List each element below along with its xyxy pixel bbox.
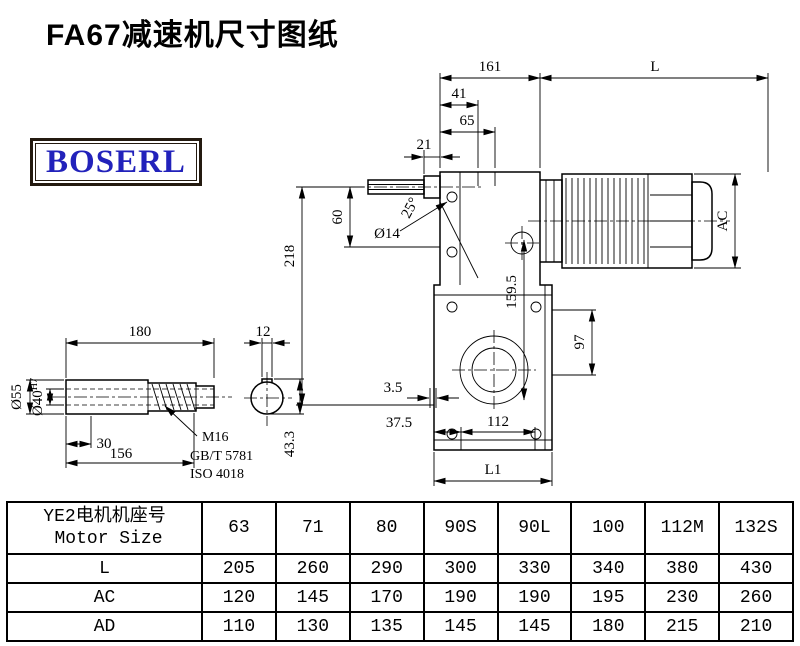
- thread-spec-gb: GB/T 5781: [190, 449, 253, 464]
- cell-L-3: 300: [422, 553, 499, 584]
- table-row-AC: AC 120 145 170 190 190 195 230 260: [6, 582, 794, 613]
- cell-L-0: 205: [201, 553, 277, 584]
- dim-L-label: L: [650, 59, 659, 75]
- bore-detail-view: 12 43.3: [244, 324, 304, 457]
- dim-3-5-label: 3.5: [384, 380, 403, 396]
- dim-65-label: 65: [460, 113, 475, 129]
- dim-37-5-label: 37.5: [386, 415, 412, 431]
- dim-60-label: 60: [330, 210, 346, 225]
- input-shaft: [352, 175, 482, 199]
- row-label-AD: AD: [6, 611, 203, 642]
- cell-AD-6: 215: [644, 611, 721, 642]
- size-col-63: 63: [201, 501, 277, 555]
- dim-41-label: 41: [452, 86, 467, 102]
- dim-21-label: 21: [417, 137, 432, 153]
- dim-30-label: 30: [97, 436, 112, 452]
- cell-AC-3: 190: [422, 582, 499, 613]
- shaft-detail-view: 180 Ø55 Ø40H7 30 156 M16 GB/T 5781 ISO 4…: [9, 324, 253, 482]
- cell-AC-0: 120: [201, 582, 277, 613]
- cell-AC-7: 260: [718, 582, 794, 613]
- dim-180-label: 180: [129, 324, 152, 340]
- boserl-logo-text: BOSERL: [46, 143, 186, 180]
- dim-AC-label: AC: [715, 211, 731, 232]
- dimension-table: YE2电机机座号 Motor Size 63 71 80 90S 90L 100…: [6, 501, 794, 642]
- dimensions: 161 L 41 65 21: [282, 59, 769, 486]
- cell-L-6: 380: [644, 553, 721, 584]
- cell-AD-1: 130: [274, 611, 351, 642]
- cell-AC-4: 190: [496, 582, 573, 613]
- spec-table-container: YE2电机机座号 Motor Size 63 71 80 90S 90L 100…: [6, 501, 794, 642]
- cell-AD-7: 210: [718, 611, 794, 642]
- cell-AC-2: 170: [348, 582, 425, 613]
- cell-AC-5: 195: [570, 582, 647, 613]
- cell-AD-3: 145: [422, 611, 499, 642]
- dim-dia55-label: Ø55: [9, 384, 25, 410]
- cell-AC-1: 145: [274, 582, 351, 613]
- cell-L-1: 260: [274, 553, 351, 584]
- dim-218-label: 218: [282, 245, 298, 268]
- motor-end-cap: [691, 181, 713, 261]
- table-row-AD: AD 110 130 135 145 145 180 215 210: [6, 611, 794, 642]
- table-row-L: L 205 260 290 300 330 340 380 430: [6, 553, 794, 584]
- dim-112-label: 112: [487, 414, 509, 430]
- dim-dia14-label: Ø14: [374, 226, 400, 242]
- motor-size-header: YE2电机机座号 Motor Size: [6, 501, 203, 555]
- cell-L-5: 340: [570, 553, 647, 584]
- gearbox-housing: [433, 171, 553, 451]
- motor: [528, 173, 730, 269]
- dim-12-label: 12: [256, 324, 271, 340]
- dim-97-label: 97: [572, 334, 588, 350]
- cell-L-4: 330: [496, 553, 573, 584]
- dim-25deg-label: 25°: [398, 195, 422, 221]
- motor-size-header-cn: YE2电机机座号: [43, 506, 166, 527]
- dim-156-label: 156: [110, 446, 133, 462]
- size-col-132s: 132S: [718, 501, 794, 555]
- cell-AC-6: 230: [644, 582, 721, 613]
- row-label-L: L: [6, 553, 203, 584]
- dim-161-label: 161: [479, 59, 502, 75]
- main-view: 161 L 41 65 21: [282, 59, 769, 486]
- motor-size-header-en: Motor Size: [54, 529, 163, 549]
- cell-AD-0: 110: [201, 611, 277, 642]
- size-col-90s: 90S: [422, 501, 499, 555]
- size-col-90l: 90L: [496, 501, 573, 555]
- dim-159-label: 159.5: [504, 275, 520, 309]
- page-title: FA67减速机尺寸图纸: [46, 19, 339, 52]
- cell-L-7: 430: [718, 553, 794, 584]
- cell-AD-4: 145: [496, 611, 573, 642]
- cell-AD-2: 135: [348, 611, 425, 642]
- cell-L-2: 290: [348, 553, 425, 584]
- cell-AD-5: 180: [570, 611, 647, 642]
- table-header-row: YE2电机机座号 Motor Size 63 71 80 90S 90L 100…: [6, 501, 794, 555]
- thread-spec-m16: M16: [202, 430, 228, 445]
- size-col-71: 71: [274, 501, 351, 555]
- thread-spec-iso: ISO 4018: [190, 467, 244, 482]
- size-col-80: 80: [348, 501, 425, 555]
- size-col-112m: 112M: [644, 501, 721, 555]
- size-col-100: 100: [570, 501, 647, 555]
- dim-43-3-label: 43.3: [282, 431, 298, 457]
- row-label-AC: AC: [6, 582, 203, 613]
- dim-L1-label: L1: [485, 462, 502, 478]
- boserl-logo: BOSERL: [30, 138, 202, 186]
- dim-dia40h7-label: Ø40H7: [29, 378, 46, 416]
